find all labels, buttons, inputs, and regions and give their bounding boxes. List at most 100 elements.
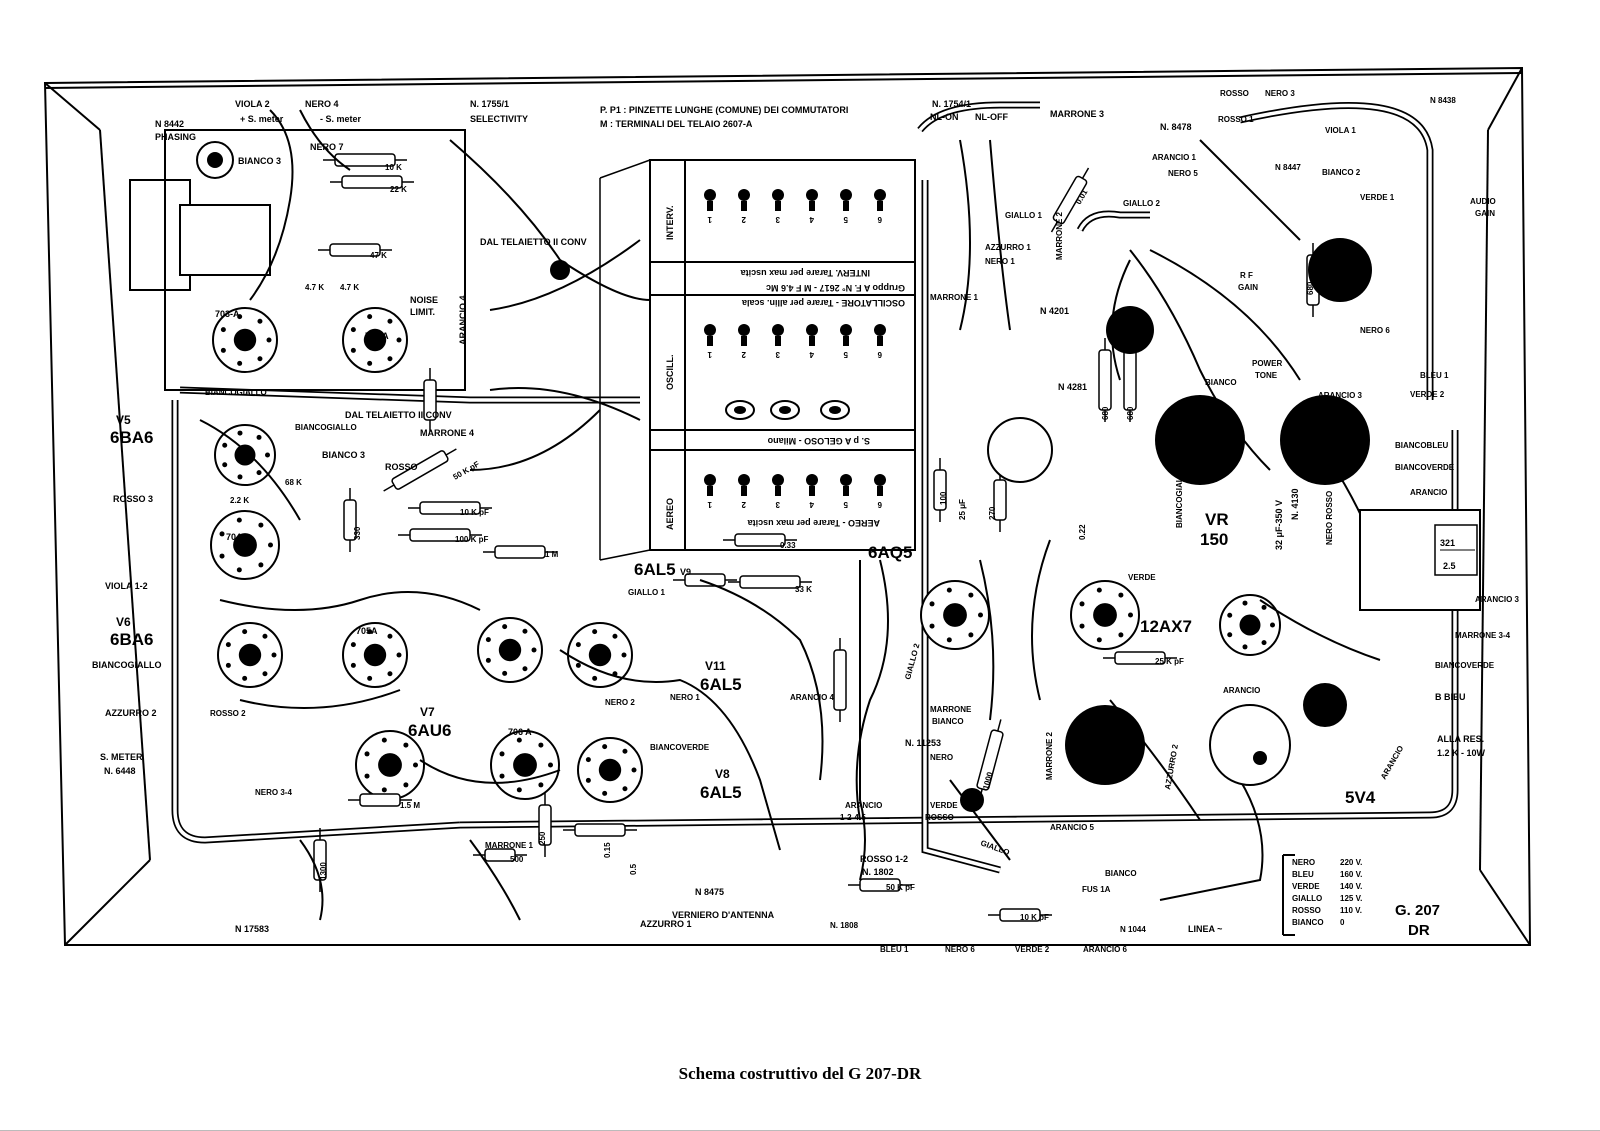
value-c50kpf2: 50 K pF [886, 883, 915, 892]
voltage-value: 0 [1340, 918, 1345, 927]
voltage-value: 110 V. [1340, 906, 1362, 915]
trimmer: 6 [874, 189, 886, 224]
label-tube705: 705A [356, 626, 378, 636]
voltage-table [1282, 854, 1295, 936]
trimmer: 4 [806, 474, 818, 509]
value-r47k: 47 K [370, 251, 387, 260]
tube-v11-type: 6AL5 [700, 675, 742, 694]
gruppo-af-panel [599, 159, 916, 561]
label-n4281: N 4281 [1058, 382, 1087, 392]
label-smeter-minus: - S. meter [320, 114, 362, 124]
trimmer-number: 5 [843, 215, 848, 224]
label-n4130: N. 4130 [1290, 488, 1300, 520]
trimmer: 5 [840, 189, 852, 224]
inner-deck [171, 101, 1459, 874]
tube-6aq5-type: 6AQ5 [868, 543, 912, 562]
value-r68k: 68 K [285, 478, 302, 487]
gruppo-osc-side: OSCILL. [665, 355, 675, 391]
label-bleu1: BLEU 1 [1420, 371, 1449, 380]
trimmer-number: 5 [843, 350, 848, 359]
trimmer-number: 3 [775, 500, 780, 509]
label-n4201: N 4201 [1040, 306, 1069, 316]
output-transformer [1359, 509, 1481, 611]
label-tube709: 709-5 [1090, 767, 1113, 777]
tube-v5-label: V5 [116, 413, 131, 427]
label-viola2: VIOLA 2 [235, 99, 270, 109]
label-nero1b: NERO 1 [985, 257, 1015, 266]
value-r47b: 4.7 K [340, 283, 359, 292]
label-tube702: 702 A [365, 331, 389, 341]
label-phasing-2: PHASING [155, 132, 196, 142]
label-rosso1: ROSSO 1 [1218, 115, 1254, 124]
value-r680c: 680 [1306, 281, 1315, 295]
resistor [1050, 167, 1090, 233]
value-c05: 0.5 [629, 863, 638, 875]
label-marrone2: MARRONE 2 [1055, 211, 1064, 260]
tube-socket [1219, 594, 1281, 656]
resistor [848, 878, 912, 892]
label-biancoverde-2: BIANCOVERDE [1395, 463, 1455, 472]
label-n1808: N. 1808 [830, 921, 859, 930]
label-giallo1: GIALLO 1 [628, 588, 665, 597]
trimmer-number: 2 [741, 215, 746, 224]
tube-v6-type: 6BA6 [110, 630, 153, 649]
gruppo-af-title: Gruppo A F. N° 2617 - M F 4.6 Mc [766, 283, 905, 293]
tube-v11-label: V11 [705, 659, 726, 673]
value-r25k: 25 K pF [1155, 657, 1184, 666]
label-tube704: 704A [226, 532, 248, 542]
if-module [129, 129, 466, 391]
gruppo-interv-title: INTERV. Tarare per max uscita [740, 268, 870, 278]
label-rosso-b: ROSSO [925, 813, 954, 822]
value-r270: 270 [988, 506, 997, 520]
resistor [408, 501, 492, 515]
tube-vr-label: VR [1205, 510, 1229, 529]
value-r100: 100 [939, 491, 948, 505]
label-selectivity: SELECTIVITY [470, 114, 528, 124]
label-rosso3: ROSSO 3 [113, 494, 153, 504]
label-nero7: NERO 7 [310, 142, 344, 152]
label-arancio1: ARANCIO 1 [1152, 153, 1197, 162]
model-line-1: G. 207 [1395, 902, 1440, 919]
label-nero1: NERO 1 [670, 693, 700, 702]
gruppo-aereo-title: AEREO - Tarare per max uscita [747, 518, 880, 528]
label-nero2: NERO 2 [605, 698, 635, 707]
tube-v8-type: 6AL5 [700, 783, 742, 802]
voltage-value: 125 V. [1340, 894, 1362, 903]
label-verde-b: VERDE [930, 801, 958, 810]
value-r47: 4.7 K [305, 283, 324, 292]
label-n8447: N 8447 [1275, 163, 1301, 172]
tube-v7-type: 6AU6 [408, 721, 451, 740]
voltage-value: 160 V. [1340, 870, 1362, 879]
resistor [976, 719, 1004, 801]
trimmer-number: 2 [741, 500, 746, 509]
label-n1754: N. 1754/1 [932, 99, 971, 109]
label-giallo2: GIALLO 2 [1123, 199, 1160, 208]
trimmer: 4 [806, 324, 818, 359]
label-dal-telaietto-1: DAL TELAIETTO II CONV [480, 237, 587, 247]
components [313, 153, 1320, 922]
label-n1802: N. 1802 [862, 867, 894, 877]
header-line-2: M : TERMINALI DEL TELAIO 2607-A [600, 119, 753, 129]
label-biancobleu: BIANCOBLEU [1395, 441, 1449, 450]
trimmer-number: 4 [809, 350, 814, 359]
value-c100kpf: 100 K pF [455, 535, 488, 544]
label-nero-b: NERO [930, 753, 953, 762]
label-tube703: 703-A [215, 309, 240, 319]
label-giallo2b: GIALLO 2 [903, 642, 921, 680]
tube-socket [920, 580, 990, 650]
resistor [1098, 338, 1112, 422]
trimmer-number: 6 [877, 500, 882, 509]
resistor [318, 243, 392, 257]
label-alla-res: ALLA RES. [1437, 734, 1484, 744]
voltage-color: GIALLO [1292, 894, 1322, 903]
model-line-2: DR [1408, 922, 1430, 939]
label-marrone2b: MARRONE 2 [1045, 731, 1054, 780]
trimmer: 6 [874, 474, 886, 509]
label-rosso2: ROSSO 2 [210, 709, 246, 718]
value-r330: 330 [353, 526, 362, 540]
label-biancogiallo-4: BIANCOGIALLO [1175, 466, 1184, 528]
resistor [723, 533, 797, 547]
label-nero3: NERO 3 [1265, 89, 1295, 98]
trimmer-number: 1 [707, 350, 712, 359]
label-limit: LIMIT. [410, 307, 435, 317]
